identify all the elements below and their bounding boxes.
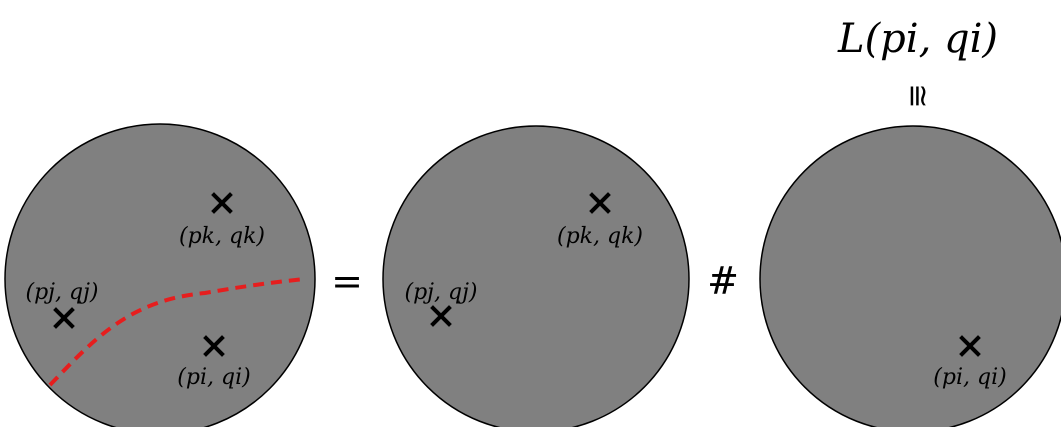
point-label-i: (pi, qi) (177, 365, 250, 390)
equals-sign: = (331, 259, 363, 303)
point-label-j: (pj, qj) (26, 280, 99, 305)
isomorphism-symbol: ≅ (900, 83, 935, 108)
disk-right-circle (759, 125, 1061, 427)
marker-k (589, 192, 611, 214)
point-label-k: (pk, qk) (179, 224, 265, 249)
cut-line (48, 277, 306, 387)
marker-i (959, 335, 981, 357)
point-label-k: (pk, qk) (557, 224, 643, 249)
disk-left: (pk, qk) (pj, qj) (pi, qi) (4, 123, 316, 427)
point-label-i: (pi, qi) (933, 365, 1006, 390)
marker-j (430, 305, 452, 327)
lens-space-label: L(pi, qi) (837, 16, 998, 62)
disk-middle: (pk, qk) (pj, qj) (382, 125, 690, 427)
marker-i (203, 335, 225, 357)
disk-middle-circle (382, 125, 690, 427)
disk-right: (pi, qi) (759, 125, 1061, 427)
point-label-j: (pj, qj) (405, 280, 478, 305)
marker-k (211, 192, 233, 214)
marker-j (53, 307, 75, 329)
connected-sum-sign: # (707, 259, 739, 303)
